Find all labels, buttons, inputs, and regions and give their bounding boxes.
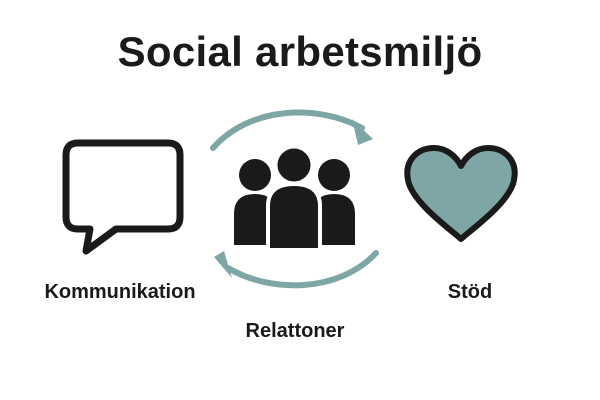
- label-relationer: Relattoner: [245, 320, 345, 342]
- people-group-icon: [234, 145, 355, 252]
- cycle-arrows-icon: [210, 109, 379, 289]
- label-kommunikation: Kommunikation: [44, 281, 196, 303]
- label-stod: Stöd: [447, 281, 493, 303]
- heart-icon: [404, 145, 518, 242]
- speech-bubble-icon: [62, 139, 184, 255]
- page-title: Social arbetsmiljö: [117, 28, 483, 75]
- arrowheads: [214, 119, 373, 278]
